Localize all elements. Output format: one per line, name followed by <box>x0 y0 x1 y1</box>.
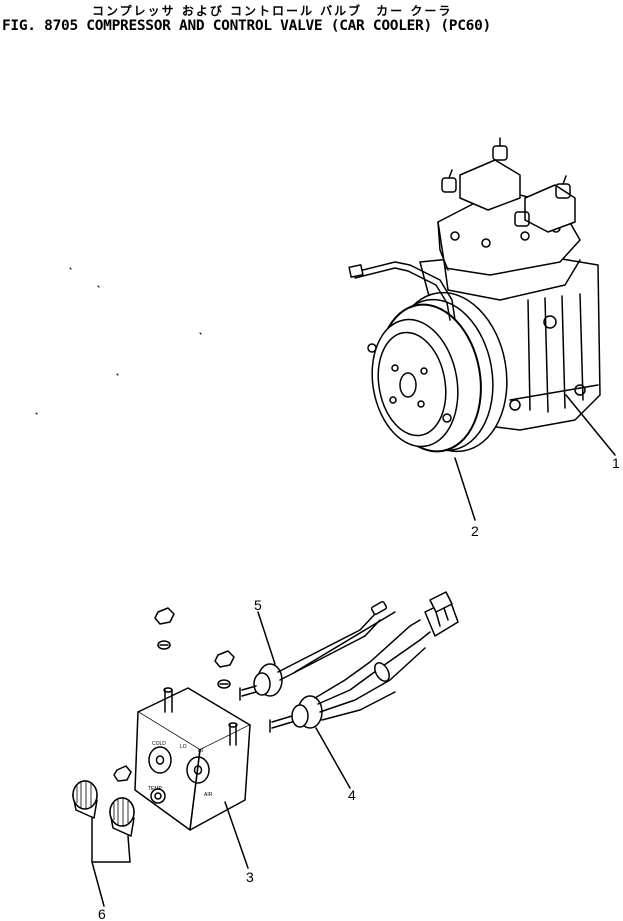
scan-speckles <box>35 267 202 415</box>
leader-line-1 <box>565 394 616 456</box>
leader-line-2 <box>454 457 476 521</box>
clutch-lead-wire <box>348 261 456 321</box>
control-valve-lower <box>269 591 459 733</box>
panel-label-cold: COLD <box>152 741 166 747</box>
leader-line-4 <box>315 727 351 789</box>
callout-3: 3 <box>246 869 254 885</box>
callout-4: 4 <box>348 787 356 803</box>
callout-1: 1 <box>612 455 620 471</box>
panel-label-hi: HI <box>198 748 203 754</box>
leader-line-6 <box>91 817 131 907</box>
control-valve-upper <box>239 601 396 701</box>
callout-2: 2 <box>471 523 479 539</box>
clutch-pulley <box>367 291 508 453</box>
control-panel <box>134 607 251 831</box>
panel-label-air: AIR <box>204 792 213 798</box>
callout-5: 5 <box>254 597 262 613</box>
leader-line-5 <box>257 611 276 665</box>
figure-title-japanese: コンプレッサ および コントロール バルブ カー クーラ <box>92 4 453 18</box>
callout-6: 6 <box>98 906 106 921</box>
panel-label-lo: LO <box>180 744 187 750</box>
figure-title: FIG. 8705 COMPRESSOR AND CONTROL VALVE (… <box>2 18 491 34</box>
leader-line-3 <box>224 801 249 869</box>
knobs <box>72 765 166 837</box>
